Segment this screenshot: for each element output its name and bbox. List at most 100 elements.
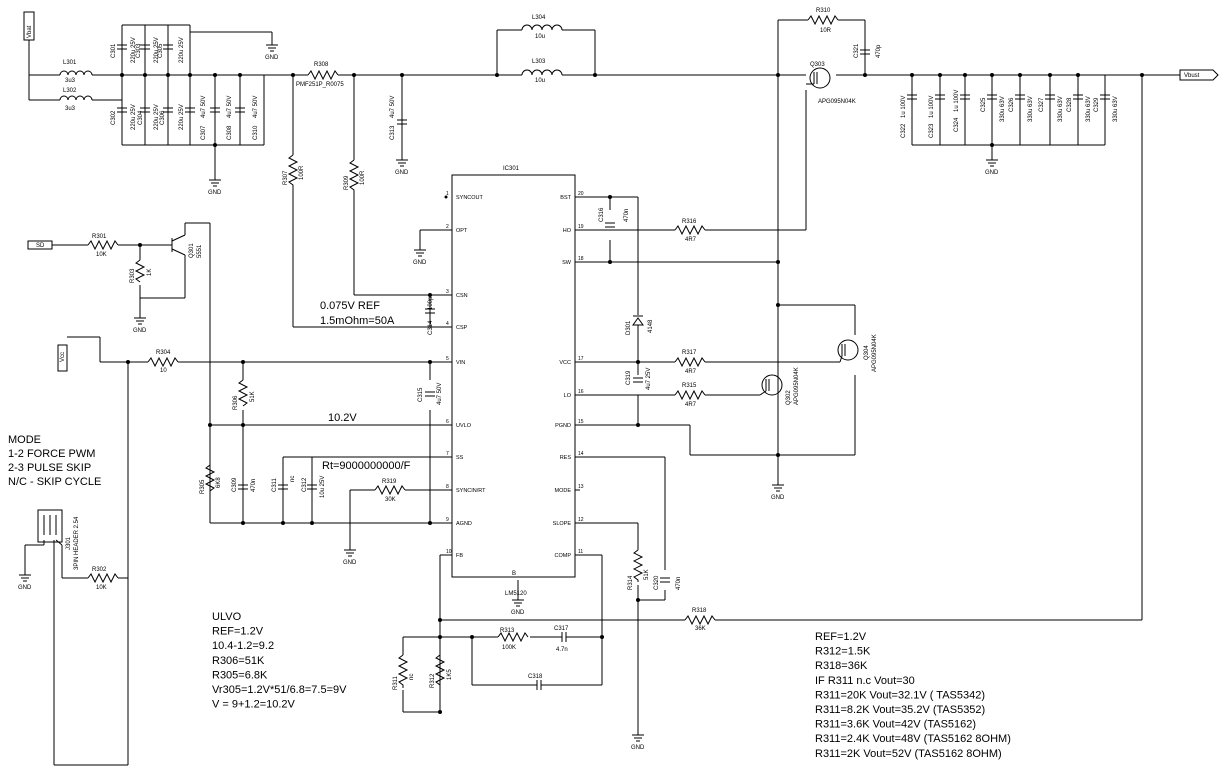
svg-text:L303: L303	[532, 59, 546, 65]
svg-text:APG095N04K: APG095N04K	[872, 334, 878, 372]
svg-text:R317: R317	[682, 350, 697, 356]
ic-lm5120: IC301 LM5120 B	[444, 166, 576, 597]
ic-pin-label: SYNCOUT	[456, 195, 484, 201]
svg-text:C315: C315	[418, 387, 424, 402]
svg-text:10u: 10u	[535, 34, 545, 40]
capacitor-c314: C314 100p	[425, 296, 435, 335]
svg-text:C316: C316	[599, 207, 605, 222]
mosfet-q302: Q302 APG095N04K	[759, 367, 800, 405]
svg-text:C324: C324	[954, 117, 960, 132]
svg-text:C319: C319	[626, 370, 632, 385]
svg-text:C320: C320	[654, 575, 660, 590]
note-line: R311=2K Vout=52V (TAS5162 8OHM)	[815, 748, 1002, 760]
port-vbat: Vbat	[23, 11, 35, 41]
ic-pin-label: SS	[456, 455, 464, 461]
svg-text:220u 25V: 220u 25V	[131, 37, 137, 63]
ic-pin-label: VCC	[559, 360, 571, 366]
svg-text:1u 100V: 1u 100V	[954, 90, 960, 112]
ground-symbol: GND	[133, 317, 147, 334]
note-line: ULVO	[212, 611, 242, 623]
rt-formula-label: Rt=9000000000/F	[322, 460, 411, 472]
mosfet-q304: Q304 APG095N04K	[837, 334, 878, 372]
svg-text:nc: nc	[409, 674, 415, 680]
svg-text:Q302: Q302	[786, 390, 792, 405]
svg-text:C304: C304	[138, 110, 144, 125]
svg-text:C323: C323	[929, 123, 935, 138]
ground-label: GND	[18, 585, 32, 591]
transistor-q301: Q301 5551	[171, 234, 203, 258]
header-j301: J301 3PIN HEADER 2.54	[25, 509, 80, 570]
svg-text:220u 25V: 220u 25V	[131, 104, 137, 130]
svg-text:4u7 50V: 4u7 50V	[390, 96, 396, 118]
svg-text:330u 63V: 330u 63V	[1028, 96, 1034, 122]
svg-text:220u 25V: 220u 25V	[179, 104, 185, 130]
svg-text:100K: 100K	[502, 645, 516, 651]
note-line: R306=51K	[212, 655, 265, 667]
svg-text:C312: C312	[302, 477, 308, 492]
svg-text:330u 63V: 330u 63V	[1000, 96, 1006, 122]
capacitor-c317: C317 4.7n	[554, 626, 575, 653]
svg-text:470n: 470n	[624, 209, 630, 222]
port-vcc: Vcc	[57, 336, 100, 372]
svg-text:Vbat: Vbat	[27, 25, 33, 38]
ic-pin-label: CSN	[456, 293, 468, 299]
ic-pin-label: CSP	[456, 325, 468, 331]
note-line: R311=2.4K Vout=48V (TAS5162 8OHM)	[815, 733, 1011, 745]
svg-text:3u3: 3u3	[65, 78, 76, 84]
ic-pin-number: 15	[578, 419, 584, 425]
svg-text:470n: 470n	[676, 577, 682, 590]
ground-label: GND	[511, 610, 525, 616]
svg-text:C311: C311	[272, 477, 278, 492]
note-line: Vr305=1.2V*51/6.8=7.5=9V	[212, 684, 347, 696]
svg-text:C307: C307	[201, 125, 207, 140]
svg-text:R315: R315	[682, 383, 697, 389]
svg-text:R304: R304	[156, 350, 171, 356]
svg-text:C305: C305	[158, 43, 164, 58]
ground-label: GND	[208, 190, 222, 196]
capacitor-c301: C301 220u 25V	[111, 37, 137, 63]
diode-d301: D301 4148	[626, 315, 654, 340]
capacitor-c318: C318	[528, 674, 548, 690]
svg-text:Vcc: Vcc	[60, 352, 66, 362]
svg-text:10u 25V: 10u 25V	[320, 476, 326, 498]
note-line: REF=1.2V	[815, 631, 867, 643]
ic-pin-label: AGND	[456, 521, 472, 527]
svg-text:PMF251P_R0075: PMF251P_R0075	[296, 82, 344, 88]
ground-symbol: GND	[395, 159, 409, 176]
ic-pin-number: 3	[446, 289, 449, 295]
ic-pin-number: 16	[578, 389, 584, 395]
svg-text:IC301: IC301	[503, 166, 520, 172]
svg-text:51K: 51K	[644, 569, 650, 580]
svg-text:C310: C310	[253, 125, 259, 140]
ground-symbol: GND	[208, 179, 222, 196]
svg-text:10R: 10R	[820, 28, 832, 34]
uvlo-voltage-label: 10.2V	[328, 412, 357, 424]
resistor-r306: R306 51K	[233, 379, 256, 410]
svg-text:R313: R313	[500, 628, 515, 634]
capacitor-c311: C311 nc	[272, 476, 296, 492]
ground-label: GND	[771, 495, 785, 501]
svg-text:C327: C327	[1039, 97, 1045, 112]
note-line: IF R311 n.c Vout=30	[815, 675, 915, 687]
ground-label: GND	[631, 745, 645, 751]
svg-text:3PIN HEADER 2.54: 3PIN HEADER 2.54	[74, 516, 80, 570]
resistor-r304: R304 10	[147, 350, 179, 374]
svg-text:10K: 10K	[96, 252, 107, 258]
ground-symbol: GND	[18, 574, 32, 591]
note-line: R312=1.5K	[815, 646, 871, 658]
svg-text:J301: J301	[66, 536, 72, 550]
capacitor-c326: C326 330u 63V	[1009, 94, 1034, 122]
resistor-r317: R317 4R7	[674, 350, 706, 375]
note-line: MODE	[8, 434, 41, 446]
ground-label: GND	[985, 170, 999, 176]
svg-text:D301: D301	[626, 320, 632, 335]
svg-text:10K: 10K	[96, 585, 107, 591]
resistor-r301: R301 10K	[87, 234, 119, 258]
svg-text:1u 100V: 1u 100V	[901, 96, 907, 118]
resistor-r319: R319 30K	[374, 479, 406, 503]
svg-text:R316: R316	[682, 219, 697, 225]
capacitor-c313: C313 4u7 50V	[390, 96, 407, 140]
wires	[24, 19, 1180, 766]
svg-text:100R: 100R	[360, 170, 366, 185]
